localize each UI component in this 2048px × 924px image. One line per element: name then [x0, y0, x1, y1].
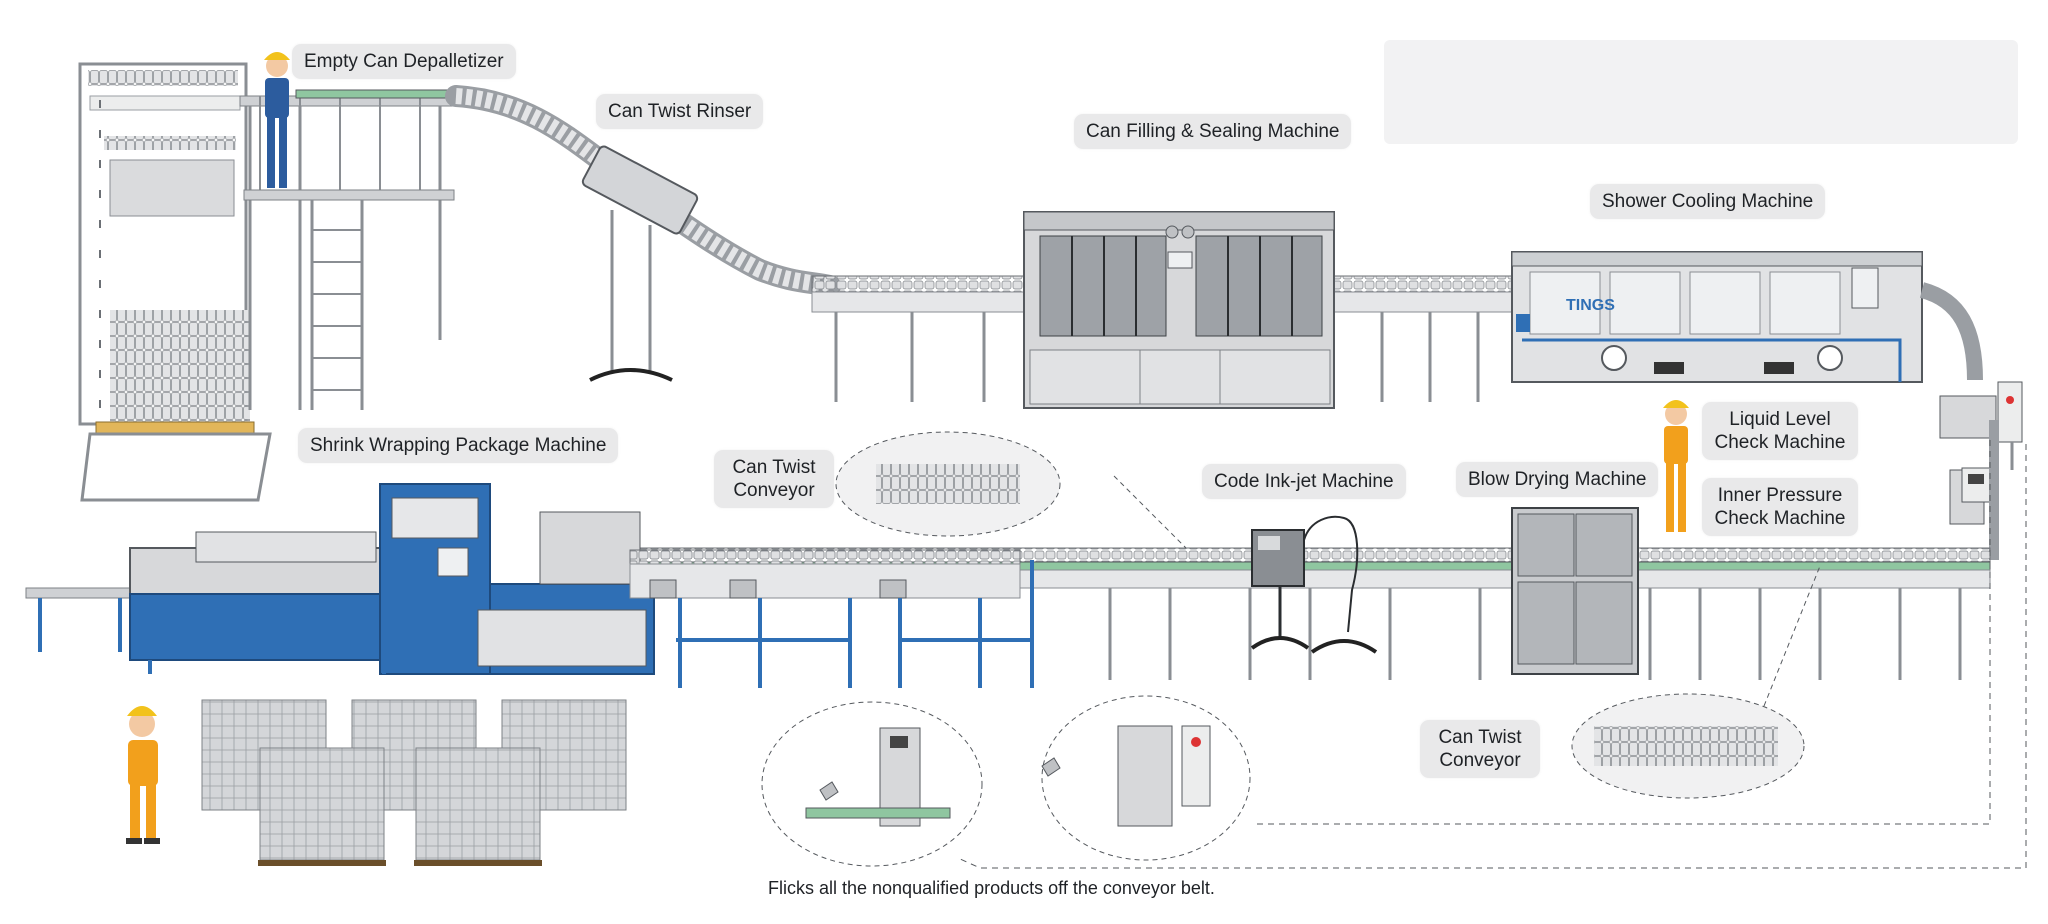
label-filling-sealing: Can Filling & Sealing Machine — [1074, 114, 1352, 149]
label-twist-rinser: Can Twist Rinser — [596, 94, 764, 129]
detail-twist-conveyor-upper — [835, 431, 1187, 549]
twist-rinser-machine — [445, 85, 841, 382]
caption-reject-note: Flicks all the nonqualified products off… — [768, 878, 1215, 898]
depalletizer-machine — [78, 62, 457, 502]
brand-logo-text: TINGS — [1566, 297, 1615, 314]
label-shrink-wrapping: Shrink Wrapping Package Machine — [298, 428, 619, 463]
detail-reject-unit-2 — [1041, 695, 1251, 861]
inkjet-machine — [1250, 515, 1378, 654]
label-shower-cooling: Shower Cooling Machine — [1590, 184, 1826, 219]
label-blow-drying: Blow Drying Machine — [1456, 462, 1659, 497]
detail-reject-unit-1 — [761, 701, 983, 867]
label-code-inkjet: Code Ink-jet Machine — [1202, 464, 1406, 499]
worker-icon — [264, 52, 290, 188]
label-twist-conveyor-upper: Can Twist Conveyor — [714, 450, 834, 508]
label-twist-conveyor-lower: Can Twist Conveyor — [1420, 720, 1540, 778]
detail-twist-conveyor-lower — [1571, 565, 1821, 799]
upper-conveyor — [811, 275, 1513, 402]
packing-conveyor — [629, 549, 1034, 688]
inspection-units — [1939, 381, 2023, 560]
blow-drying-machine — [1511, 507, 1639, 675]
shower-cooling-machine: TINGS — [1511, 251, 1983, 383]
label-liquid-level: Liquid Level Check Machine — [1702, 402, 1858, 460]
worker-icon — [126, 706, 160, 844]
filling-sealing-machine — [1023, 211, 1335, 409]
pallet-icon — [201, 699, 627, 866]
label-depalletizer: Empty Can Depalletizer — [292, 44, 516, 79]
label-inner-pressure: Inner Pressure Check Machine — [1702, 478, 1858, 536]
worker-icon — [1663, 400, 1689, 532]
header-banner — [1384, 40, 2018, 144]
shrink-wrapping-machine — [25, 483, 655, 675]
